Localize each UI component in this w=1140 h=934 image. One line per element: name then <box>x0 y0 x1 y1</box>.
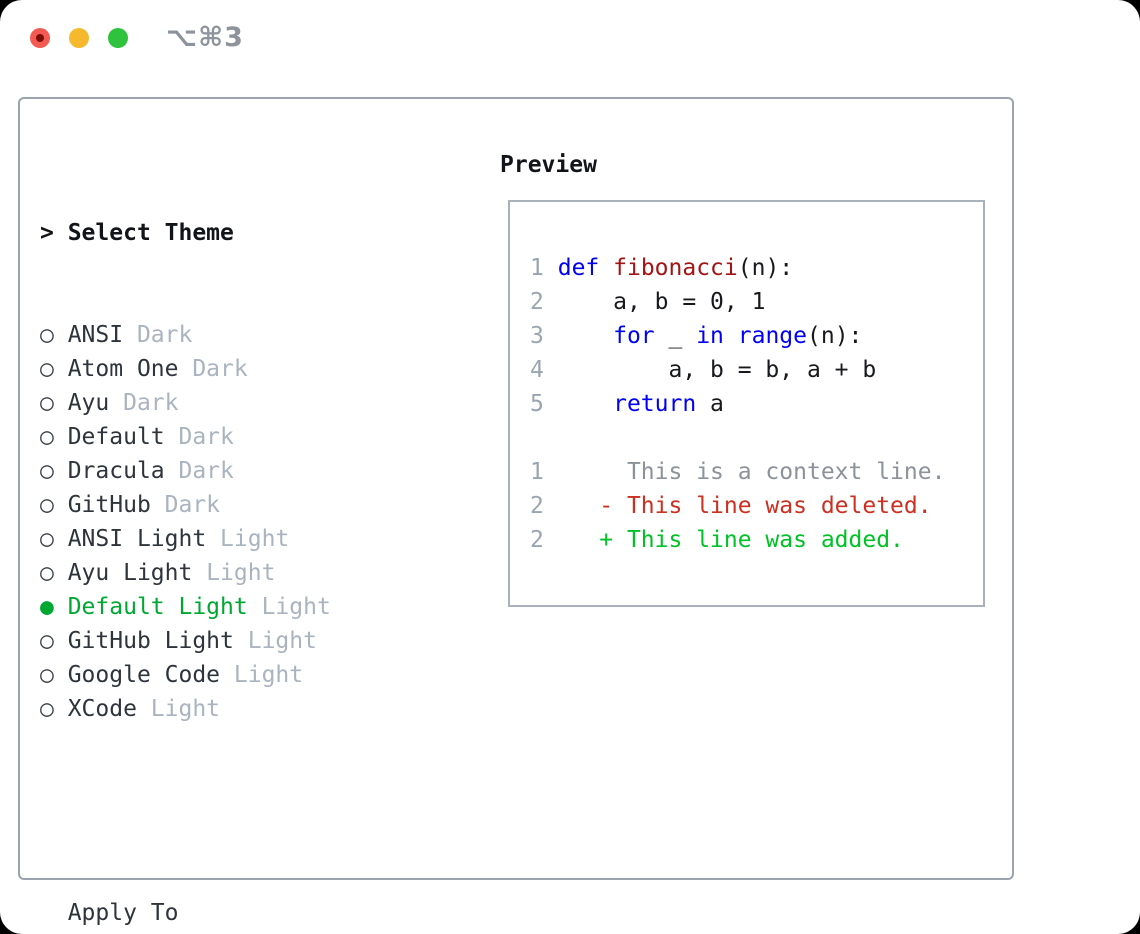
traffic-lights <box>30 28 128 48</box>
preview-blank-line <box>530 421 983 455</box>
preview-line: 3 for _ in range(n): <box>530 323 863 349</box>
window-title: ⌥⌘3 <box>166 22 244 53</box>
prompt-caret-icon: > <box>40 220 68 246</box>
theme-option-xcode[interactable]: ○ XCode Light <box>40 696 221 722</box>
spacer <box>40 794 428 828</box>
minimize-button-icon[interactable] <box>69 28 89 48</box>
preview-pane: 1 def fibonacci(n): 2 a, b = 0, 1 3 for _ … <box>508 200 985 607</box>
theme-option-ayu[interactable]: ○ Ayu Dark <box>40 390 179 416</box>
theme-option-dracula[interactable]: ○ Dracula Dark <box>40 458 234 484</box>
preview-line: 1 def fibonacci(n): <box>530 255 794 281</box>
theme-option-atom-one[interactable]: ○ Atom One Dark <box>40 356 248 382</box>
theme-option-ayu-light[interactable]: ○ Ayu Light Light <box>40 560 276 586</box>
select-theme-header: > Select Theme <box>40 216 428 250</box>
preview-title: Preview <box>500 152 597 178</box>
theme-option-google-code[interactable]: ○ Google Code Light <box>40 662 304 688</box>
preview-line: 2 + This line was added. <box>530 527 904 553</box>
preview-line: 2 a, b = 0, 1 <box>530 289 766 315</box>
preview-line: 1 This is a context line. <box>530 459 946 485</box>
apply-to-header: Apply To <box>40 900 179 926</box>
select-theme-title: Select Theme <box>67 220 234 246</box>
theme-option-ansi-light[interactable]: ○ ANSI Light Light <box>40 526 290 552</box>
theme-option-github-light[interactable]: ○ GitHub Light Light <box>40 628 317 654</box>
preview-line: 5 return a <box>530 391 724 417</box>
theme-option-github[interactable]: ○ GitHub Dark <box>40 492 221 518</box>
preview-line: 4 a, b = b, a + b <box>530 357 877 383</box>
preview-line: 2 - This line was deleted. <box>530 493 932 519</box>
theme-option-default-light[interactable]: ● Default Light Light <box>40 594 331 620</box>
close-button-icon[interactable] <box>30 28 50 48</box>
left-column: > Select Theme ○ ANSI Dark ○ Atom One Dar… <box>40 148 428 934</box>
theme-option-ansi[interactable]: ○ ANSI Dark <box>40 322 193 348</box>
theme-list: ○ ANSI Dark ○ Atom One Dark ○ Ayu Dark ○ De… <box>40 318 428 726</box>
theme-option-default[interactable]: ○ Default Dark <box>40 424 234 450</box>
zoom-button-icon[interactable] <box>108 28 128 48</box>
theme-picker-panel: > Select Theme ○ ANSI Dark ○ Atom One Dar… <box>18 97 1014 926</box>
